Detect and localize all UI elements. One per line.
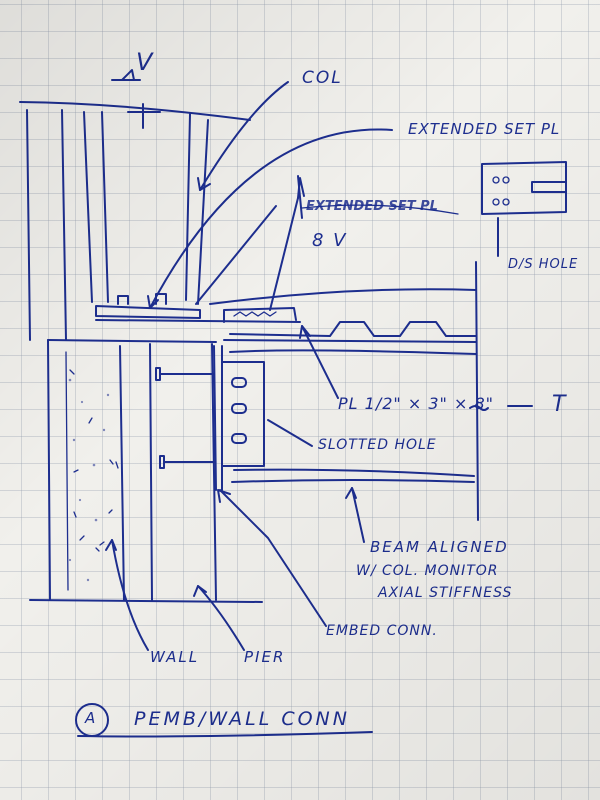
wall bbox=[29, 339, 263, 603]
beam-note-line-2: W/ COL. MONITOR bbox=[356, 563, 499, 579]
wall-label: WALL bbox=[150, 648, 200, 666]
plate-dims-label: PL 1/2" × 3" × 8" bbox=[338, 394, 494, 413]
extended-plate-label: EXTENDED SET PL bbox=[408, 120, 561, 138]
col-label: COL bbox=[302, 68, 343, 88]
weld-label: 8 V bbox=[312, 230, 348, 251]
embed-conn-label: EMBED CONN. bbox=[326, 623, 438, 639]
section-mark-label: V bbox=[136, 48, 155, 76]
slotted-hole-label: SLOTTED HOLE bbox=[318, 437, 437, 453]
detail-title: PEMB/WALL CONN bbox=[134, 708, 350, 730]
t-mark-label: T bbox=[552, 392, 568, 417]
beam bbox=[209, 261, 479, 521]
section-cut-mark bbox=[111, 69, 161, 129]
weld-symbol bbox=[297, 175, 459, 219]
t-mark-leader bbox=[469, 405, 533, 411]
extended-set-plate bbox=[223, 307, 297, 323]
concrete-hatching bbox=[68, 369, 119, 582]
ds-hole-label: D/S HOLE bbox=[508, 257, 579, 272]
pier bbox=[149, 343, 217, 601]
shear-tab bbox=[221, 361, 265, 467]
ds-hole-detail bbox=[481, 161, 567, 215]
beam-note-line-1: BEAM ALIGNED bbox=[370, 538, 509, 556]
column bbox=[19, 101, 251, 341]
detail-bubble bbox=[75, 703, 373, 738]
leader-lines bbox=[105, 81, 499, 651]
pier-label: PIER bbox=[244, 648, 286, 666]
base-plate bbox=[95, 293, 301, 323]
beam-note-line-3: AXIAL STIFFNESS bbox=[378, 585, 513, 601]
detail-id-label: A bbox=[85, 709, 96, 727]
scribble-note: EXTENDED SET PL bbox=[306, 199, 438, 214]
